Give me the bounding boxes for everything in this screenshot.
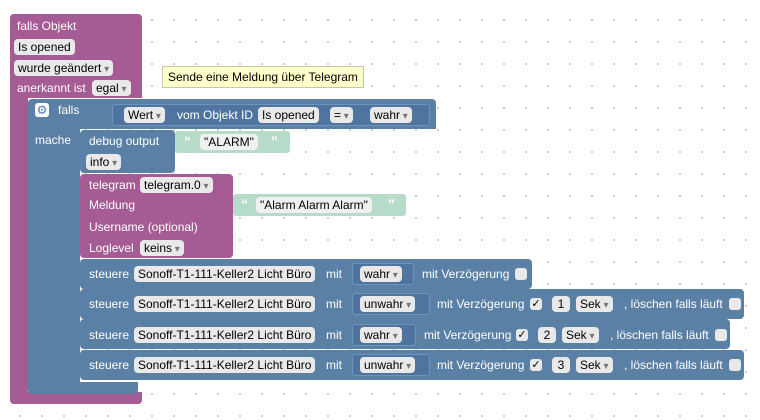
control-with-label: mit <box>326 358 342 372</box>
condition-object-pill[interactable]: Is opened <box>258 107 319 123</box>
clear-running-checkbox[interactable] <box>729 359 741 371</box>
trigger-object-pill[interactable]: Is opened <box>14 39 75 55</box>
control-value-dropdown[interactable]: unwahr <box>360 296 416 312</box>
control-value-dropdown[interactable]: unwahr <box>360 357 416 373</box>
control-with-label: mit <box>326 267 342 281</box>
control-steuere-label: steuere <box>89 297 130 311</box>
telegram-instance-dropdown[interactable]: telegram.0 <box>140 177 213 193</box>
if-block-spine <box>28 128 80 386</box>
control-steuere-label: steuere <box>89 358 130 372</box>
control-device-pill[interactable]: Sonoff-T1-111-Keller2 Licht Büro <box>134 327 316 343</box>
control-value-dropdown[interactable]: wahr <box>360 266 402 282</box>
clear-running-label: , löschen falls läuft <box>624 358 723 372</box>
debug-quote-close: ” <box>271 133 278 149</box>
control-delay-label: mit Verzögerung <box>422 267 510 281</box>
clear-running-label: , löschen falls läuft <box>610 328 709 342</box>
delay-amount[interactable]: 2 <box>538 327 556 343</box>
delay-checkbox[interactable]: ✓ <box>530 359 542 371</box>
from-object-label: vom Objekt ID <box>177 108 254 122</box>
control-delay-label: mit Verzögerung <box>424 328 512 342</box>
debug-label: debug output <box>89 134 160 148</box>
control-device-pill[interactable]: Sonoff-T1-111-Keller2 Licht Büro <box>134 357 316 373</box>
telegram-message-label: Meldung <box>89 198 136 212</box>
trigger-block-spine <box>10 96 28 396</box>
delay-unit-dropdown[interactable]: Sek <box>562 327 599 343</box>
telegram-loglevel-dropdown[interactable]: keins <box>140 240 184 256</box>
telegram-loglevel-label: Loglevel <box>89 241 134 255</box>
delay-unit-dropdown[interactable]: Sek <box>576 296 613 312</box>
if-label: falls <box>58 103 80 117</box>
control-steuere-label: steuere <box>89 267 130 281</box>
debug-text[interactable]: "ALARM" <box>200 134 258 150</box>
trigger-ack-label: anerkannt ist <box>17 81 86 95</box>
trigger-title: falls Objekt <box>17 19 77 33</box>
trigger-block-foot <box>10 392 142 404</box>
control-device-pill[interactable]: Sonoff-T1-111-Keller2 Licht Büro <box>134 266 316 282</box>
delay-checkbox[interactable] <box>515 268 527 280</box>
telegram-label: telegram <box>89 178 136 192</box>
value-mode-dropdown[interactable]: Wert <box>124 107 165 123</box>
debug-level-dropdown[interactable]: info <box>86 154 122 170</box>
if-block-foot <box>28 382 138 394</box>
delay-unit-dropdown[interactable]: Sek <box>576 357 613 373</box>
trigger-ack-dropdown[interactable]: egal <box>92 80 131 96</box>
gear-icon[interactable]: ⚙ <box>35 103 49 117</box>
control-steuere-label: steuere <box>89 328 130 342</box>
control-with-label: mit <box>326 328 342 342</box>
telegram-tooltip: Sende eine Meldung über Telegram <box>162 66 364 88</box>
debug-quote-open: “ <box>184 133 191 149</box>
delay-checkbox[interactable]: ✓ <box>530 298 542 310</box>
message-quote-open: “ <box>241 196 248 212</box>
control-value-dropdown[interactable]: wahr <box>360 327 402 343</box>
delay-checkbox[interactable]: ✓ <box>516 329 528 341</box>
control-delay-label: mit Verzögerung <box>437 358 525 372</box>
telegram-message-text[interactable]: "Alarm Alarm Alarm" <box>256 197 372 213</box>
delay-amount[interactable]: 3 <box>552 357 570 373</box>
trigger-changed-dropdown[interactable]: wurde geändert <box>14 60 114 76</box>
operator-dropdown[interactable]: = <box>330 107 353 123</box>
control-with-label: mit <box>326 297 342 311</box>
clear-running-checkbox[interactable] <box>729 298 741 310</box>
control-delay-label: mit Verzögerung <box>437 297 525 311</box>
delay-amount[interactable]: 1 <box>552 296 570 312</box>
condition-value-dropdown[interactable]: wahr <box>370 107 412 123</box>
clear-running-label: , löschen falls läuft <box>624 297 723 311</box>
do-label: mache <box>35 133 72 147</box>
telegram-username-label: Username (optional) <box>89 220 198 234</box>
clear-running-checkbox[interactable] <box>715 329 727 341</box>
control-device-pill[interactable]: Sonoff-T1-111-Keller2 Licht Büro <box>134 296 316 312</box>
message-quote-close: ” <box>388 196 395 212</box>
